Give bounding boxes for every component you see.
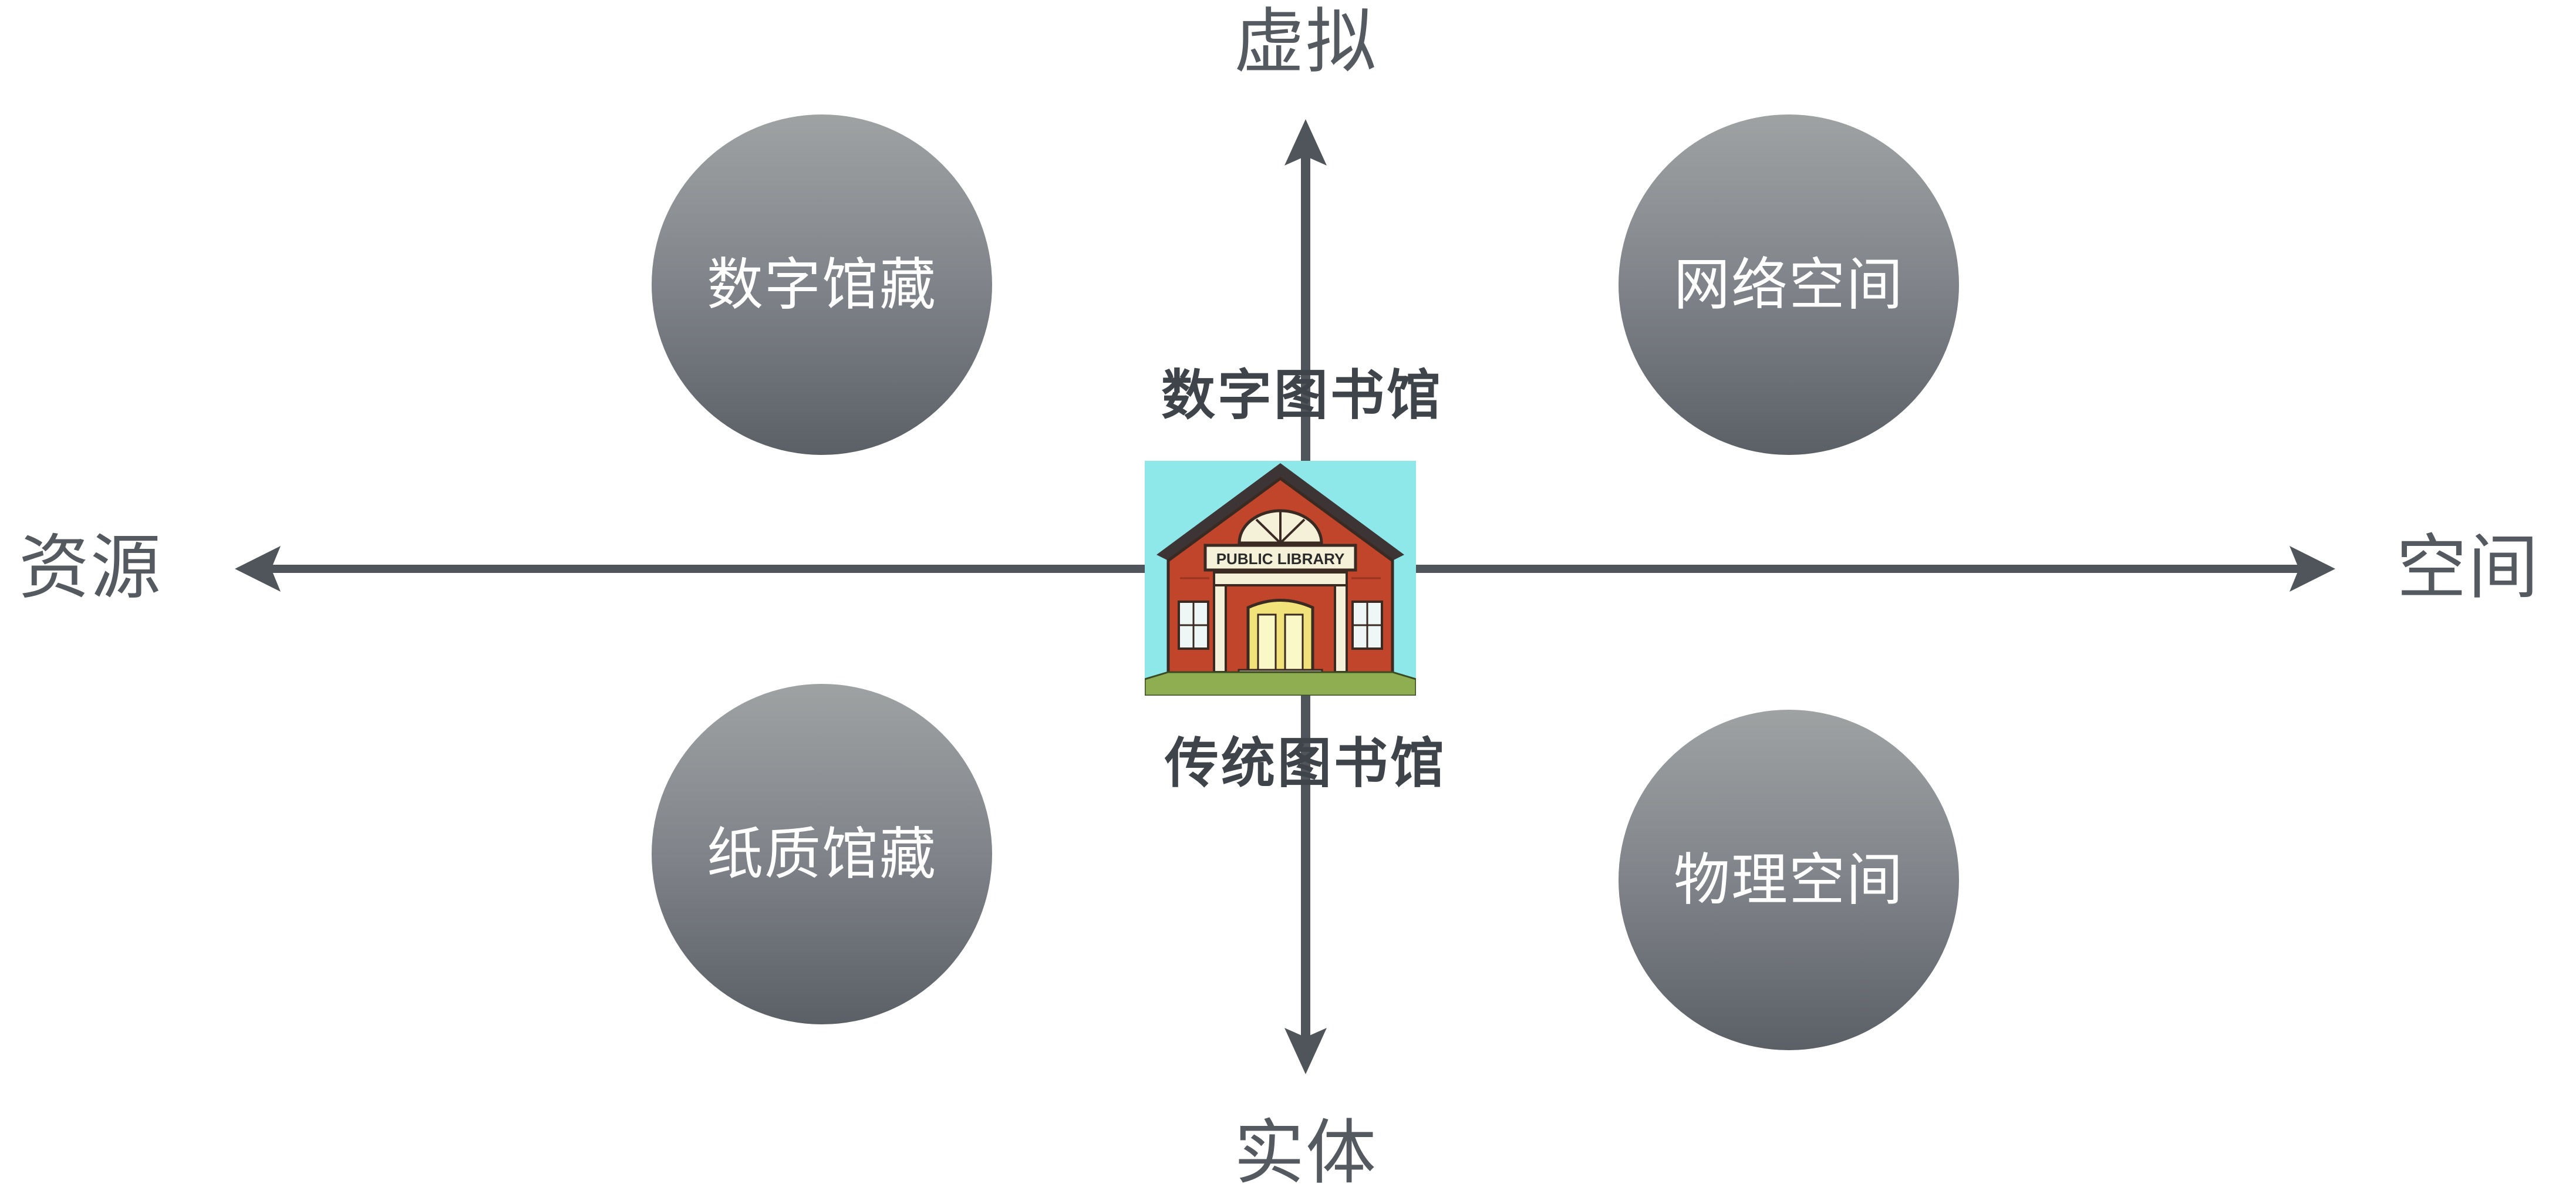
top-arrowhead	[1284, 119, 1327, 166]
bubble-bottom-right: 物理空间	[1619, 710, 1959, 1050]
grass	[1145, 671, 1416, 696]
bubble-label-top-left: 数字馆藏	[707, 252, 937, 318]
bubble-label-bottom-left: 纸质馆藏	[707, 821, 937, 887]
door-left-glass	[1257, 613, 1277, 671]
library-building-image: PUBLIC LIBRARY	[1145, 461, 1416, 696]
bubble-top-right: 网络空间	[1619, 114, 1959, 455]
right-arrowhead	[2290, 546, 2335, 592]
right-window	[1351, 601, 1383, 650]
fan-window-spokes	[1255, 511, 1306, 544]
left-column	[1213, 584, 1227, 673]
axis-label-top: 虚拟	[1234, 1, 1377, 83]
door-right-glass	[1284, 613, 1304, 671]
library-sign-text: PUBLIC LIBRARY	[1216, 550, 1345, 568]
left-arrowhead	[235, 546, 281, 592]
bubble-bottom-left: 纸质馆藏	[652, 684, 992, 1024]
bubble-top-left: 数字馆藏	[652, 114, 992, 455]
caption-traditional-library: 传统图书馆	[1164, 732, 1447, 795]
bottom-arrowhead	[1284, 1028, 1327, 1074]
left-window	[1178, 601, 1209, 650]
lintel	[1213, 571, 1348, 586]
axis-label-right: 空间	[2396, 527, 2540, 609]
axis-label-bottom: 实体	[1234, 1112, 1377, 1194]
bubble-label-top-right: 网络空间	[1674, 252, 1904, 318]
library-sign	[1203, 544, 1357, 572]
right-column	[1334, 584, 1348, 673]
axis-label-left: 资源	[19, 527, 162, 609]
bubble-label-bottom-right: 物理空间	[1674, 847, 1904, 913]
caption-digital-library: 数字图书馆	[1161, 364, 1444, 427]
